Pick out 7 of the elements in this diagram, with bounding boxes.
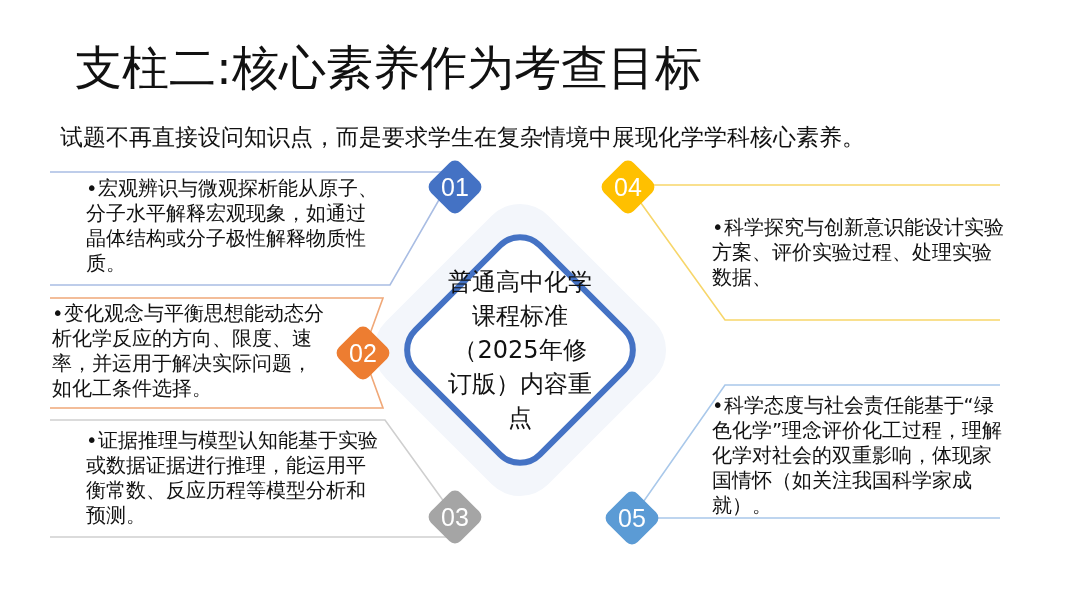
bullet-text: •宏观辨识与微观探析能从原子、分子水平解释宏观现象，如通过晶体结构或分子极性解释物质性质。 xyxy=(86,176,383,276)
subtitle-text: 试题不再直接设问知识点，而是要求学生在复杂情境中展现化学学科核心素养。 xyxy=(60,123,865,152)
bullet-text: •科学态度与社会责任能基于“绿色化学”理念评价化工过程，理解化学对社会的双重影响，体现家国情怀（如关注我国科学家成就）。 xyxy=(712,393,1009,518)
slide-title: 支柱二:核心素养作为考查目标 xyxy=(75,39,702,97)
bullet-text: •科学探究与创新意识能设计实验方案、评价实验过程、处理实验数据、 xyxy=(712,215,1009,290)
bullet-text: •证据推理与模型认知能基于实验或数据证据进行推理，能运用平衡常数、反应历程等模型分析和预测。 xyxy=(86,428,383,528)
bullet-text: •变化观念与平衡思想能动态分析化学反应的方向、限度、速率，并运用于解决实际问题，如化工条件选择。 xyxy=(52,301,329,401)
